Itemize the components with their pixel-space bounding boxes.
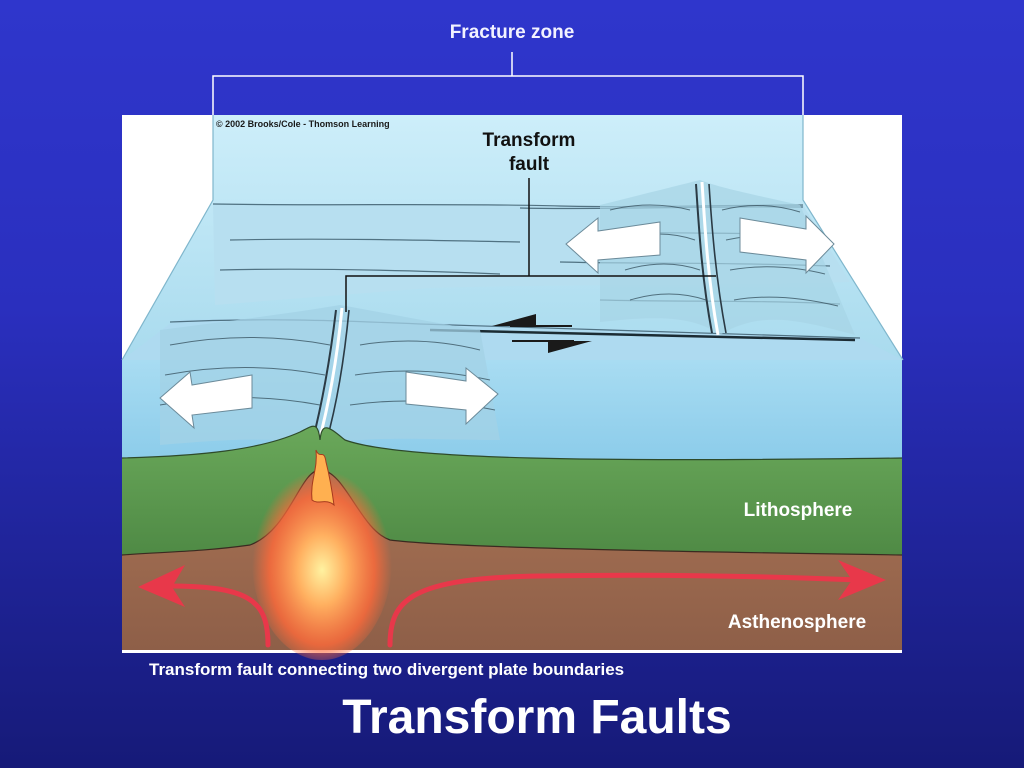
arrow-left-lower (159, 371, 253, 430)
shear-direction-arrows (492, 314, 592, 353)
plate-motion-arrows (159, 214, 835, 430)
convection-flow-arrows (157, 572, 863, 648)
mid-ocean-ridge-upper (600, 180, 855, 336)
slide-title: Transform Faults (342, 691, 732, 744)
transform-fault-label-line2: fault (509, 154, 550, 175)
lithosphere-label: Lithosphere (744, 500, 853, 521)
arrow-left-upper (565, 216, 661, 275)
figure-caption: Transform fault connecting two divergent… (149, 660, 625, 679)
transform-fault-label-line1: Transform (483, 130, 576, 151)
asthenosphere-label: Asthenosphere (728, 612, 866, 633)
magma-upwelling (252, 449, 392, 660)
copyright-label: © 2002 Brooks/Cole - Thomson Learning (216, 119, 390, 129)
arrow-right-upper (739, 214, 835, 275)
transform-fault-pointer (345, 178, 716, 312)
fracture-zone-bracket (212, 52, 804, 115)
mid-ocean-ridge-lower (159, 305, 500, 446)
fracture-zone-label: Fracture zone (449, 22, 575, 43)
arrow-right-lower (405, 366, 499, 426)
